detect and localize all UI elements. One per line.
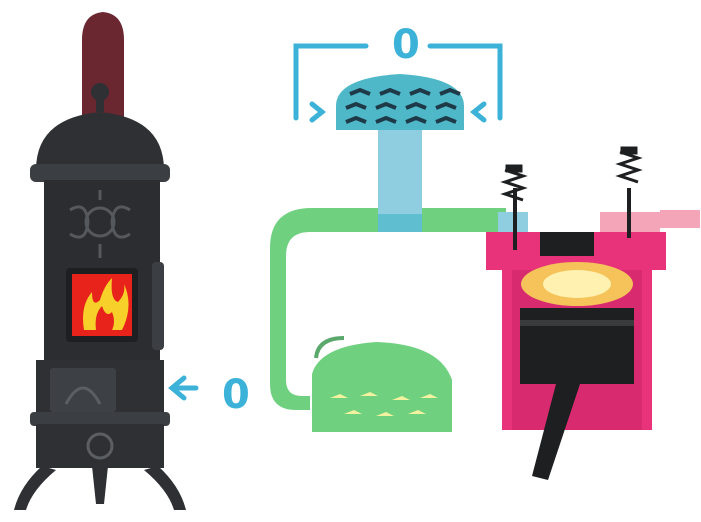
engine-cylinder bbox=[486, 188, 700, 480]
coolant-tank bbox=[312, 338, 452, 432]
stove-air-label: 0 bbox=[222, 372, 250, 418]
stove-leg-left bbox=[14, 466, 56, 510]
stove-dome bbox=[36, 112, 164, 170]
stove-illustration bbox=[14, 12, 186, 510]
radiator-fan-icon bbox=[336, 74, 464, 130]
top-air-label: 0 bbox=[392, 22, 420, 68]
piston bbox=[520, 308, 634, 384]
valve-spring-icon bbox=[505, 148, 638, 200]
air-arrow-icon bbox=[172, 378, 196, 398]
stove-leg-right bbox=[144, 466, 186, 510]
